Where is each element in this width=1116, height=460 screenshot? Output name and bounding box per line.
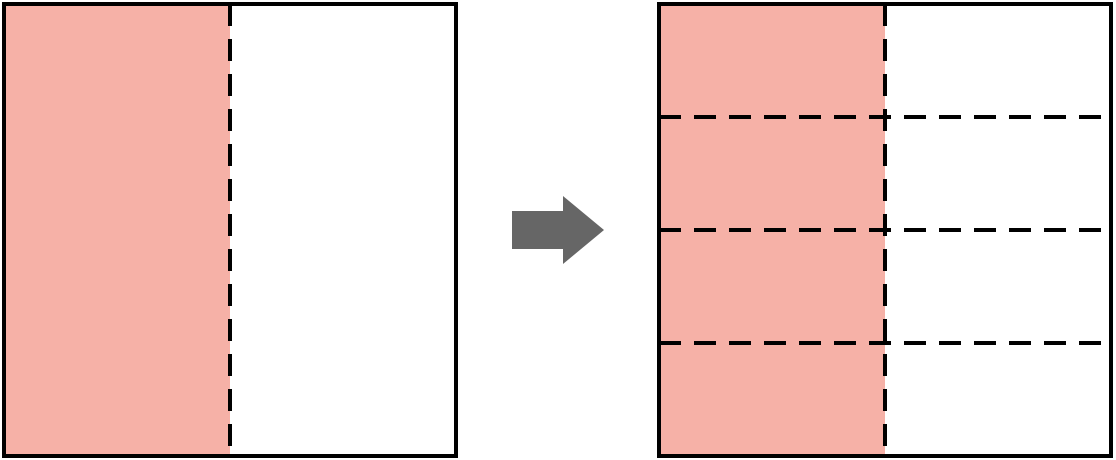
before-shaded-region: [4, 4, 230, 456]
before-square-outline: [2, 2, 458, 458]
after-square: [657, 2, 1113, 458]
before-square: [2, 2, 458, 458]
right-arrow-icon: [512, 196, 604, 264]
after-square-outline: [657, 2, 1113, 458]
